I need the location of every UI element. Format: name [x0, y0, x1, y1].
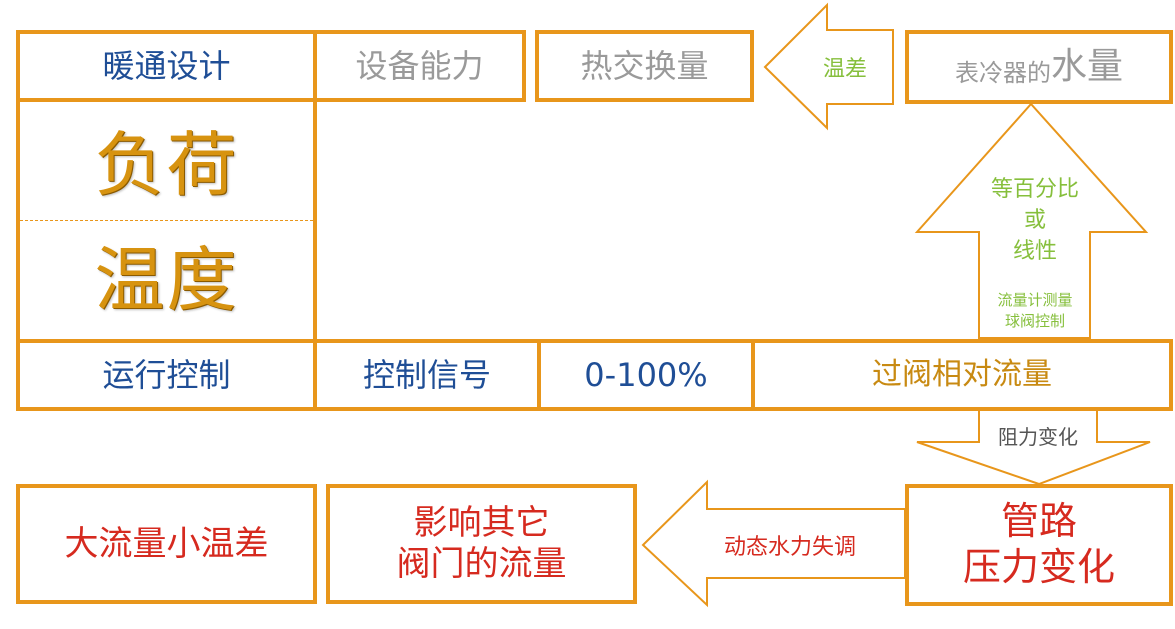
temperature-label: 温度	[94, 238, 239, 321]
pipe-pressure-box: 管路 压力变化	[905, 484, 1173, 606]
relative-flow-box: 过阀相对流量	[751, 339, 1173, 411]
equal-pct-up-arrow	[914, 102, 1149, 339]
operation-control-box: 运行控制	[16, 339, 317, 411]
hvac-design-box: 暖通设计	[16, 30, 317, 102]
range-box: 0-100%	[537, 339, 755, 411]
control-signal-label: 控制信号	[362, 355, 491, 394]
load-label: 负荷	[94, 123, 239, 206]
or-label: 或	[1023, 208, 1046, 233]
resistance-down-arrow	[916, 408, 1151, 486]
panel-divider	[20, 220, 313, 221]
pipe-line2: 压力变化	[962, 545, 1115, 589]
affect-valves-box: 影响其它 阀门的流量	[326, 484, 637, 604]
coil-water-prefix: 表冷器的	[954, 58, 1051, 87]
resistance-change-label: 阻力变化	[998, 424, 1078, 449]
relative-flow-label: 过阀相对流量	[872, 357, 1052, 392]
temp-diff-label: 温差	[822, 57, 867, 82]
coil-water-suffix: 水量	[1050, 46, 1123, 88]
linear-label: 线性	[1012, 239, 1057, 264]
affect-line2: 阀门的流量	[396, 544, 567, 584]
hvac-design-label: 暖通设计	[102, 46, 231, 85]
control-signal-box: 控制信号	[313, 339, 541, 411]
equipment-capacity-box: 设备能力	[313, 30, 526, 102]
big-flow-box: 大流量小温差	[16, 484, 317, 604]
flow-meter-label: 流量计测量	[997, 290, 1073, 309]
dynamic-imbalance-label: 动态水力失调	[723, 535, 856, 560]
equipment-capacity-label: 设备能力	[355, 46, 484, 85]
equal-pct-label: 等百分比	[990, 177, 1079, 202]
ball-valve-label: 球阀控制	[1004, 311, 1065, 330]
load-temp-panel: 负荷 温度	[16, 98, 317, 343]
coil-water-box: 表冷器的水量	[905, 30, 1173, 104]
temp-diff-arrow	[763, 2, 894, 131]
heat-exchange-label: 热交换量	[580, 46, 709, 85]
affect-line1: 影响其它	[413, 503, 550, 544]
range-label: 0-100%	[584, 355, 708, 394]
operation-control-label: 运行控制	[102, 355, 231, 394]
pipe-line1: 管路	[1000, 499, 1077, 544]
big-flow-label: 大流量小温差	[64, 523, 269, 564]
heat-exchange-box: 热交换量	[535, 30, 754, 102]
